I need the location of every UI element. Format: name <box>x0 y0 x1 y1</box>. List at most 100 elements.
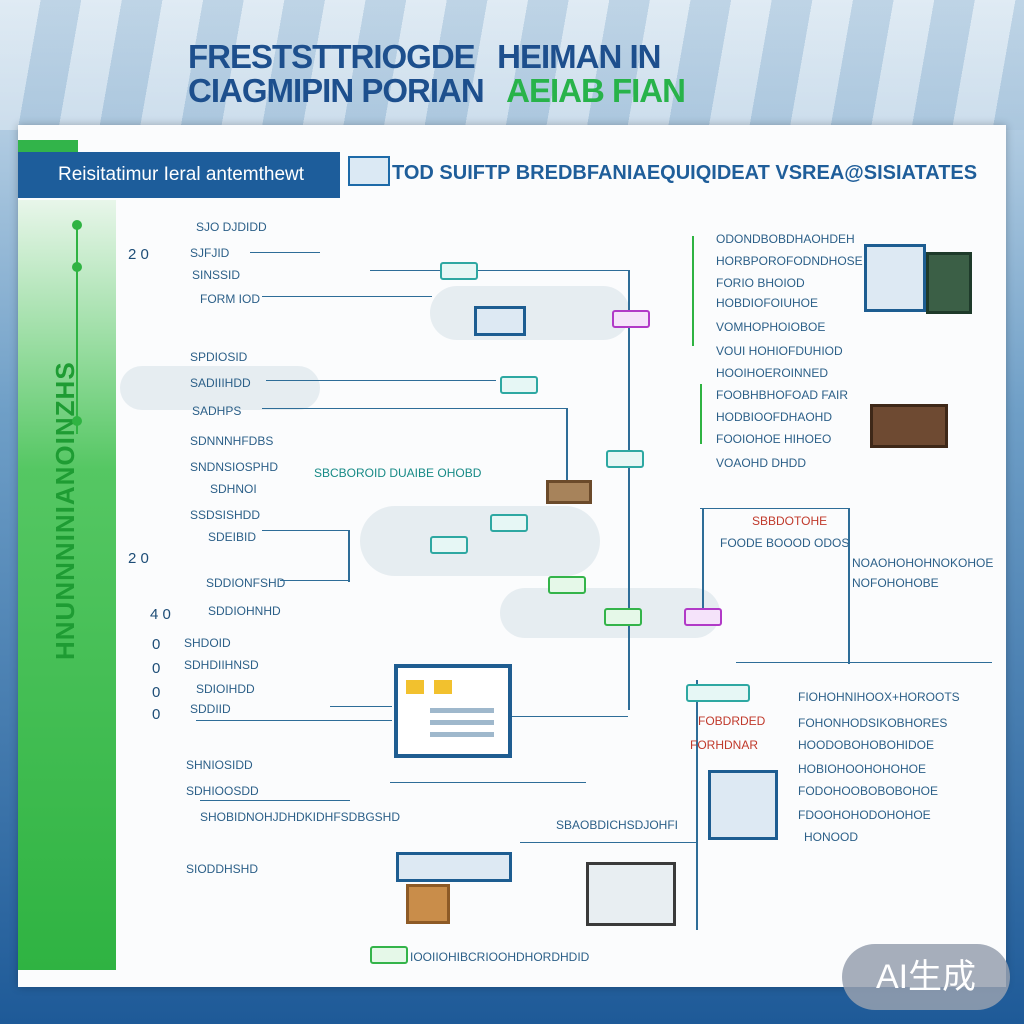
screen-icon <box>708 770 778 840</box>
bottom-caption: IOOIIOHIBCRIOOHDHORDHDID <box>410 950 590 964</box>
connector-line <box>250 252 320 253</box>
tank-icon <box>396 852 512 882</box>
timeline-line <box>76 224 78 434</box>
server-icon <box>474 306 526 336</box>
connector-line <box>628 270 630 710</box>
bracket-line <box>692 236 694 346</box>
right-bottom-label: HOODOBOHOBOHIDOE <box>798 738 935 752</box>
connector-line <box>566 408 568 488</box>
connector-line <box>262 530 348 531</box>
left-label: SPDIOSID <box>190 350 248 364</box>
left-label: SINSSID <box>192 268 241 282</box>
right-mid-item: NOFOHOHOBE <box>852 576 939 590</box>
connector-line <box>848 508 850 664</box>
title-line-2: CIAGMIPIN PORIAN <box>188 72 485 109</box>
connector-line <box>196 720 392 721</box>
right-top-label: FOOIOHOE HIHOEO <box>716 432 832 446</box>
left-label: SDHNOI <box>210 482 257 496</box>
right-top-label: VOUI HOHIOFDUHIOD <box>716 344 843 358</box>
left-label: SJO DJDIDD <box>196 220 267 234</box>
monitor-icon <box>926 252 972 314</box>
right-top-label: HODBIOOFDHAOHD <box>716 410 833 424</box>
right-top-label: HORBPOROFODNDHOSE <box>716 254 863 268</box>
network-node <box>684 608 722 626</box>
left-label: SDHDIIHNSD <box>184 658 259 672</box>
left-label: SDEIBID <box>208 530 257 544</box>
connector-line <box>370 270 628 271</box>
left-label: SDDIID <box>190 702 231 716</box>
left-number: 0 <box>152 660 161 677</box>
diagram-subtitle: TOD SUIFTP BREDBFANIAEQUIQIDEAT VSREA@SI… <box>392 162 978 184</box>
network-node <box>606 450 644 468</box>
network-node <box>686 684 750 702</box>
right-bottom-red-1: FOBDRDED <box>698 714 766 728</box>
left-label: SADHPS <box>192 404 242 418</box>
connector-line <box>506 716 628 717</box>
banner-accent <box>18 140 78 154</box>
left-label: SDDIONFSHD <box>206 576 286 590</box>
network-node <box>612 310 650 328</box>
network-node <box>490 514 528 532</box>
timeline-dot <box>72 220 82 230</box>
title-line-2b: AEIAB FIAN <box>506 72 686 109</box>
bracket-line <box>700 384 702 444</box>
left-label: FORM IOD <box>200 292 260 306</box>
equipment-icon <box>586 862 676 926</box>
left-number: 0 <box>152 684 161 701</box>
left-label: SDNNNHFDBS <box>190 434 274 448</box>
connector-line <box>348 530 350 582</box>
network-node <box>370 946 408 964</box>
right-bottom-label: FOHONHODSIKOBHORES <box>798 716 948 730</box>
banner: Reisitatimur Ieral antemthewt <box>18 152 340 198</box>
page-title: FRESTSTTRIOGDE HEIMAN IN CIAGMIPIN PORIA… <box>188 40 708 110</box>
connector-line <box>200 800 350 801</box>
right-bottom-label: HONOOD <box>804 830 858 844</box>
cloud-shape <box>430 286 630 340</box>
right-top-label: FORIO BHOIOD <box>716 276 805 290</box>
timeline-dot <box>72 416 82 426</box>
right-mid-item: NOAOHOHOHNOKOHOE <box>852 556 994 570</box>
dashboard-window-icon <box>394 664 512 758</box>
center-caption: SBCBOROID DUAIBE OHOBD <box>314 466 482 480</box>
cloud-shape <box>120 366 320 410</box>
left-number: 2 0 <box>128 550 149 567</box>
left-label: SNDNSIOSPHD <box>190 460 279 474</box>
printer-icon <box>546 480 592 504</box>
left-number: 0 <box>152 706 161 723</box>
left-number: 0 <box>152 636 161 653</box>
connector-line <box>266 380 496 381</box>
left-label: SIODDHSHD <box>186 862 259 876</box>
left-label: SHDOID <box>184 636 231 650</box>
right-top-label: HOBDIOFOIUHOE <box>716 296 819 310</box>
connector-line <box>736 662 992 663</box>
background-building <box>0 0 1024 130</box>
connector-line <box>520 842 696 843</box>
left-label: SSDSISHDD <box>190 508 261 522</box>
connector-line <box>700 508 850 509</box>
left-label: SDDIOHNHD <box>208 604 281 618</box>
building-icon <box>348 156 390 186</box>
network-node <box>500 376 538 394</box>
connector-line <box>696 680 698 930</box>
computer-icon <box>864 244 926 312</box>
right-mid-line: FOODE BOOOD ODOS <box>720 536 850 550</box>
right-top-label: FOOBHBHOFOAD FAIR <box>716 388 849 402</box>
network-node <box>430 536 468 554</box>
right-bottom-label: HOBIOHOOHOHOHOE <box>798 762 927 776</box>
left-sidebar <box>18 200 116 970</box>
title-line-1: FRESTSTTRIOGDE <box>188 38 476 75</box>
right-top-label: VOAOHD DHDD <box>716 456 807 470</box>
right-top-label: HOOIHOEROINNED <box>716 366 829 380</box>
timeline-dot <box>72 262 82 272</box>
right-bottom-red-2: FORHDNAR <box>690 738 758 752</box>
cloud-shape <box>360 506 600 576</box>
connector-line <box>262 408 568 409</box>
left-number: 2 0 <box>128 246 149 263</box>
connector-line <box>330 706 392 707</box>
center-note-2: SHOBIDNOHJDHDKIDHFSDBGSHD <box>200 810 401 824</box>
left-label: SHNIOSIDD <box>186 758 253 772</box>
left-label: SDIOIHDD <box>196 682 255 696</box>
connector-line <box>702 508 704 618</box>
material-icon <box>406 884 450 924</box>
center-note-1: SBAOBDICHSDJOHFI <box>556 818 679 832</box>
